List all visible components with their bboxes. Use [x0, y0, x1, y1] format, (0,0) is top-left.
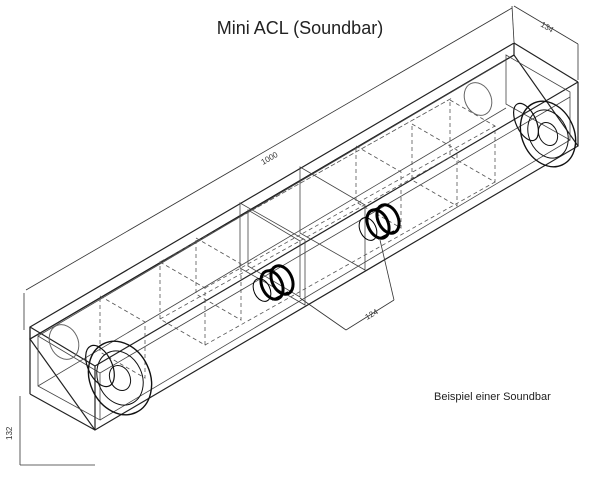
internal-chambers — [99, 97, 496, 379]
depth-label: 134 — [539, 20, 556, 35]
diagram-title: Mini ACL (Soundbar) — [216, 18, 384, 38]
diagram-caption: Beispiel einer Soundbar — [434, 391, 551, 403]
inner-walls — [37, 54, 571, 421]
center-port-left — [252, 264, 295, 302]
height-label: 132 — [5, 426, 14, 440]
right-driver — [513, 100, 577, 168]
left-driver — [85, 340, 153, 416]
box-outline — [29, 41, 579, 431]
center-port-right — [358, 203, 401, 241]
dimension-lines — [19, 5, 579, 466]
end-ports — [48, 82, 493, 360]
port-spacing-label: 124 — [364, 307, 381, 322]
